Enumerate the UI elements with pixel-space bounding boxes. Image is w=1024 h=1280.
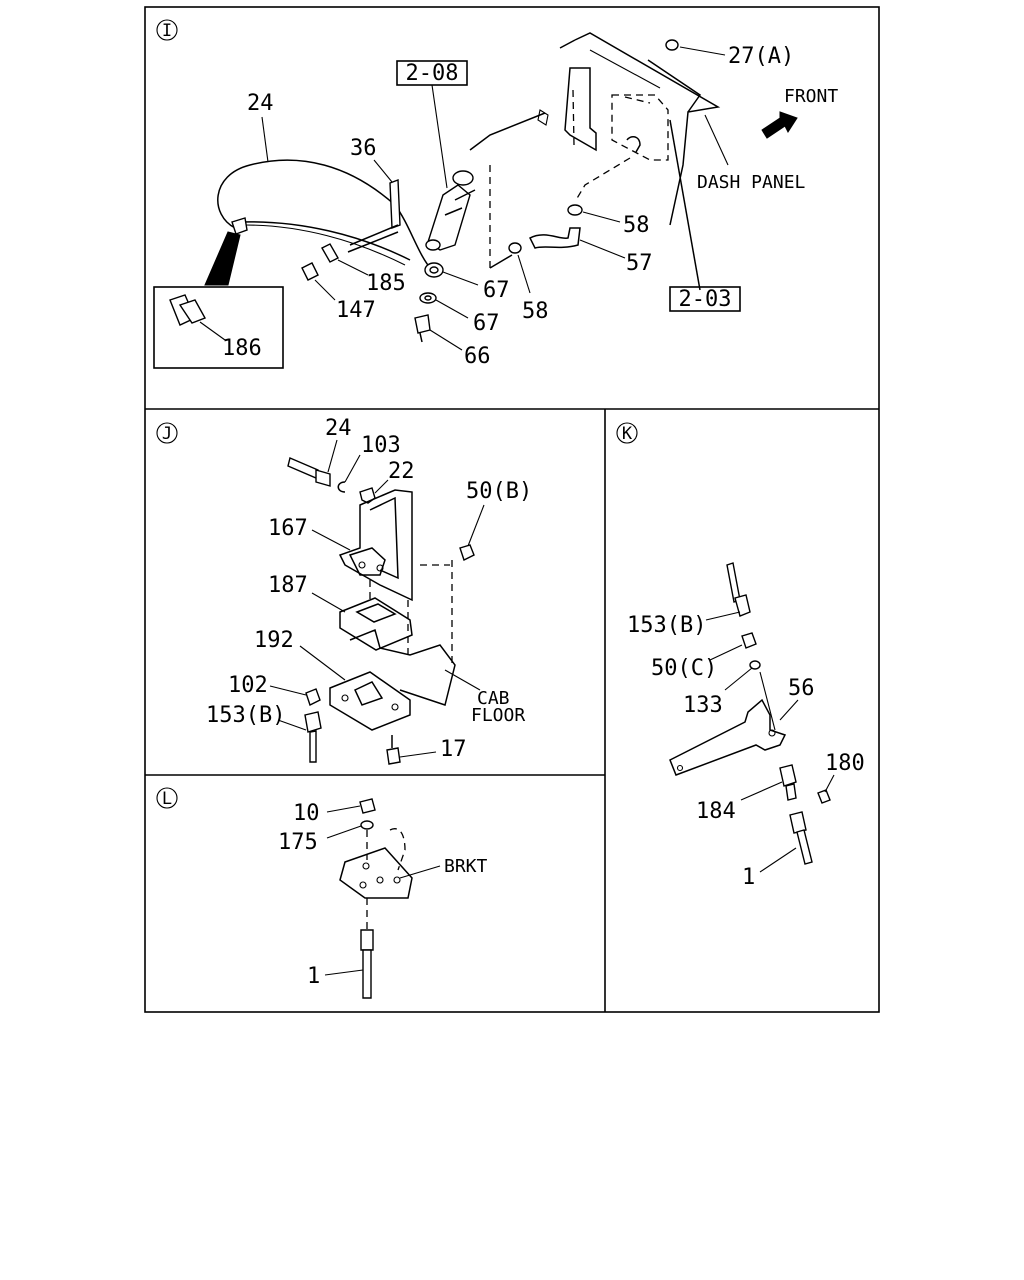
washer-175 [326, 820, 374, 839]
inset-186 [153, 286, 284, 369]
panel-j: J 24 103 22 167 [156, 416, 532, 765]
label-57: 57 [626, 251, 653, 276]
svg-text:2-08: 2-08 [406, 61, 459, 86]
label-50b: 50(B) [466, 479, 532, 504]
ball-joint-184 [740, 764, 797, 801]
rod-l-1 [324, 929, 374, 999]
label-186: 186 [222, 336, 262, 361]
bracket-brkt [339, 828, 441, 930]
label-24: 24 [247, 91, 274, 116]
panel-l: L 10 175 BRKT 1 [156, 787, 488, 999]
rod-k-1 [759, 811, 813, 873]
label-j-153b: 153(B) [206, 703, 285, 728]
label-brkt: BRKT [444, 856, 488, 877]
panel-k: K 153(B) 50(C) 133 56 [616, 422, 865, 890]
label-17: 17 [440, 737, 467, 762]
label-185: 185 [366, 271, 406, 296]
master-cylinder [425, 89, 575, 269]
panel-frames [144, 6, 880, 1013]
label-36: 36 [350, 136, 377, 161]
panel-k-marker: K [616, 422, 638, 444]
bolt-17 [386, 735, 437, 765]
bolt-153b [277, 711, 322, 763]
label-56: 56 [788, 676, 815, 701]
bolt-66 [414, 314, 463, 351]
svg-text:K: K [622, 424, 633, 444]
label-j-24: 24 [325, 416, 352, 441]
front-arrow-icon [761, 111, 798, 139]
label-27a: 27(A) [728, 44, 794, 69]
label-cab: CAB [477, 688, 510, 709]
label-floor: FLOOR [471, 705, 525, 726]
nut-180 [817, 774, 835, 804]
clip-36 [347, 159, 401, 253]
label-10: 10 [293, 801, 320, 826]
washer-133 [724, 660, 776, 731]
cab-floor-drawing [349, 560, 481, 706]
svg-text:L: L [162, 789, 172, 809]
bolt-k-153b [705, 562, 751, 621]
label-192: 192 [254, 628, 294, 653]
label-147: 147 [336, 298, 376, 323]
label-175: 175 [278, 830, 318, 855]
label-front: FRONT [784, 86, 838, 107]
panel-j-marker: J [156, 422, 178, 444]
label-167: 167 [268, 516, 308, 541]
svg-text:J: J [162, 424, 172, 444]
panel-i-marker: I [156, 19, 178, 41]
bracket-56 [669, 698, 799, 776]
dash-panel-drawing [559, 32, 721, 291]
label-103: 103 [361, 433, 401, 458]
label-l-1: 1 [307, 964, 320, 989]
plate-187 [311, 580, 413, 651]
label-102: 102 [228, 673, 268, 698]
ref-box-2-08[interactable]: 2-08 [396, 60, 468, 86]
shaft-24 [287, 439, 338, 487]
clip-103 [337, 454, 361, 493]
nut-10 [326, 798, 376, 814]
bracket-167 [311, 489, 450, 602]
nut-102 [269, 685, 321, 706]
cable-24 [204, 159, 433, 286]
label-184: 184 [696, 799, 736, 824]
label-k-1: 1 [742, 865, 755, 890]
label-187: 187 [268, 573, 308, 598]
label-180: 180 [825, 751, 865, 776]
clip-185 [321, 243, 369, 276]
svg-text:I: I [162, 21, 172, 41]
panel-i: I 2-08 [153, 19, 838, 369]
label-58-upper: 58 [623, 213, 650, 238]
clamp-58-upper [567, 204, 621, 223]
label-22: 22 [388, 459, 415, 484]
nut-50c [709, 632, 757, 661]
label-k-153b: 153(B) [627, 613, 706, 638]
svg-text:2-03: 2-03 [679, 287, 732, 312]
label-50c: 50(C) [651, 656, 717, 681]
plate-192 [299, 645, 411, 731]
label-66: 66 [464, 344, 491, 369]
washers-67 [419, 262, 479, 319]
nut-50b [459, 504, 485, 561]
label-67-b: 67 [473, 311, 500, 336]
label-67-a: 67 [483, 278, 510, 303]
label-58-lower: 58 [522, 299, 549, 324]
clamp-58-lower [508, 242, 531, 294]
nut-27a [665, 39, 726, 56]
nut-147 [301, 262, 336, 301]
hose-57 [529, 227, 626, 259]
label-dash-panel: DASH PANEL [697, 172, 806, 193]
panel-l-marker: L [156, 787, 178, 809]
label-133: 133 [683, 693, 723, 718]
ref-box-2-03[interactable]: 2-03 [669, 286, 741, 312]
